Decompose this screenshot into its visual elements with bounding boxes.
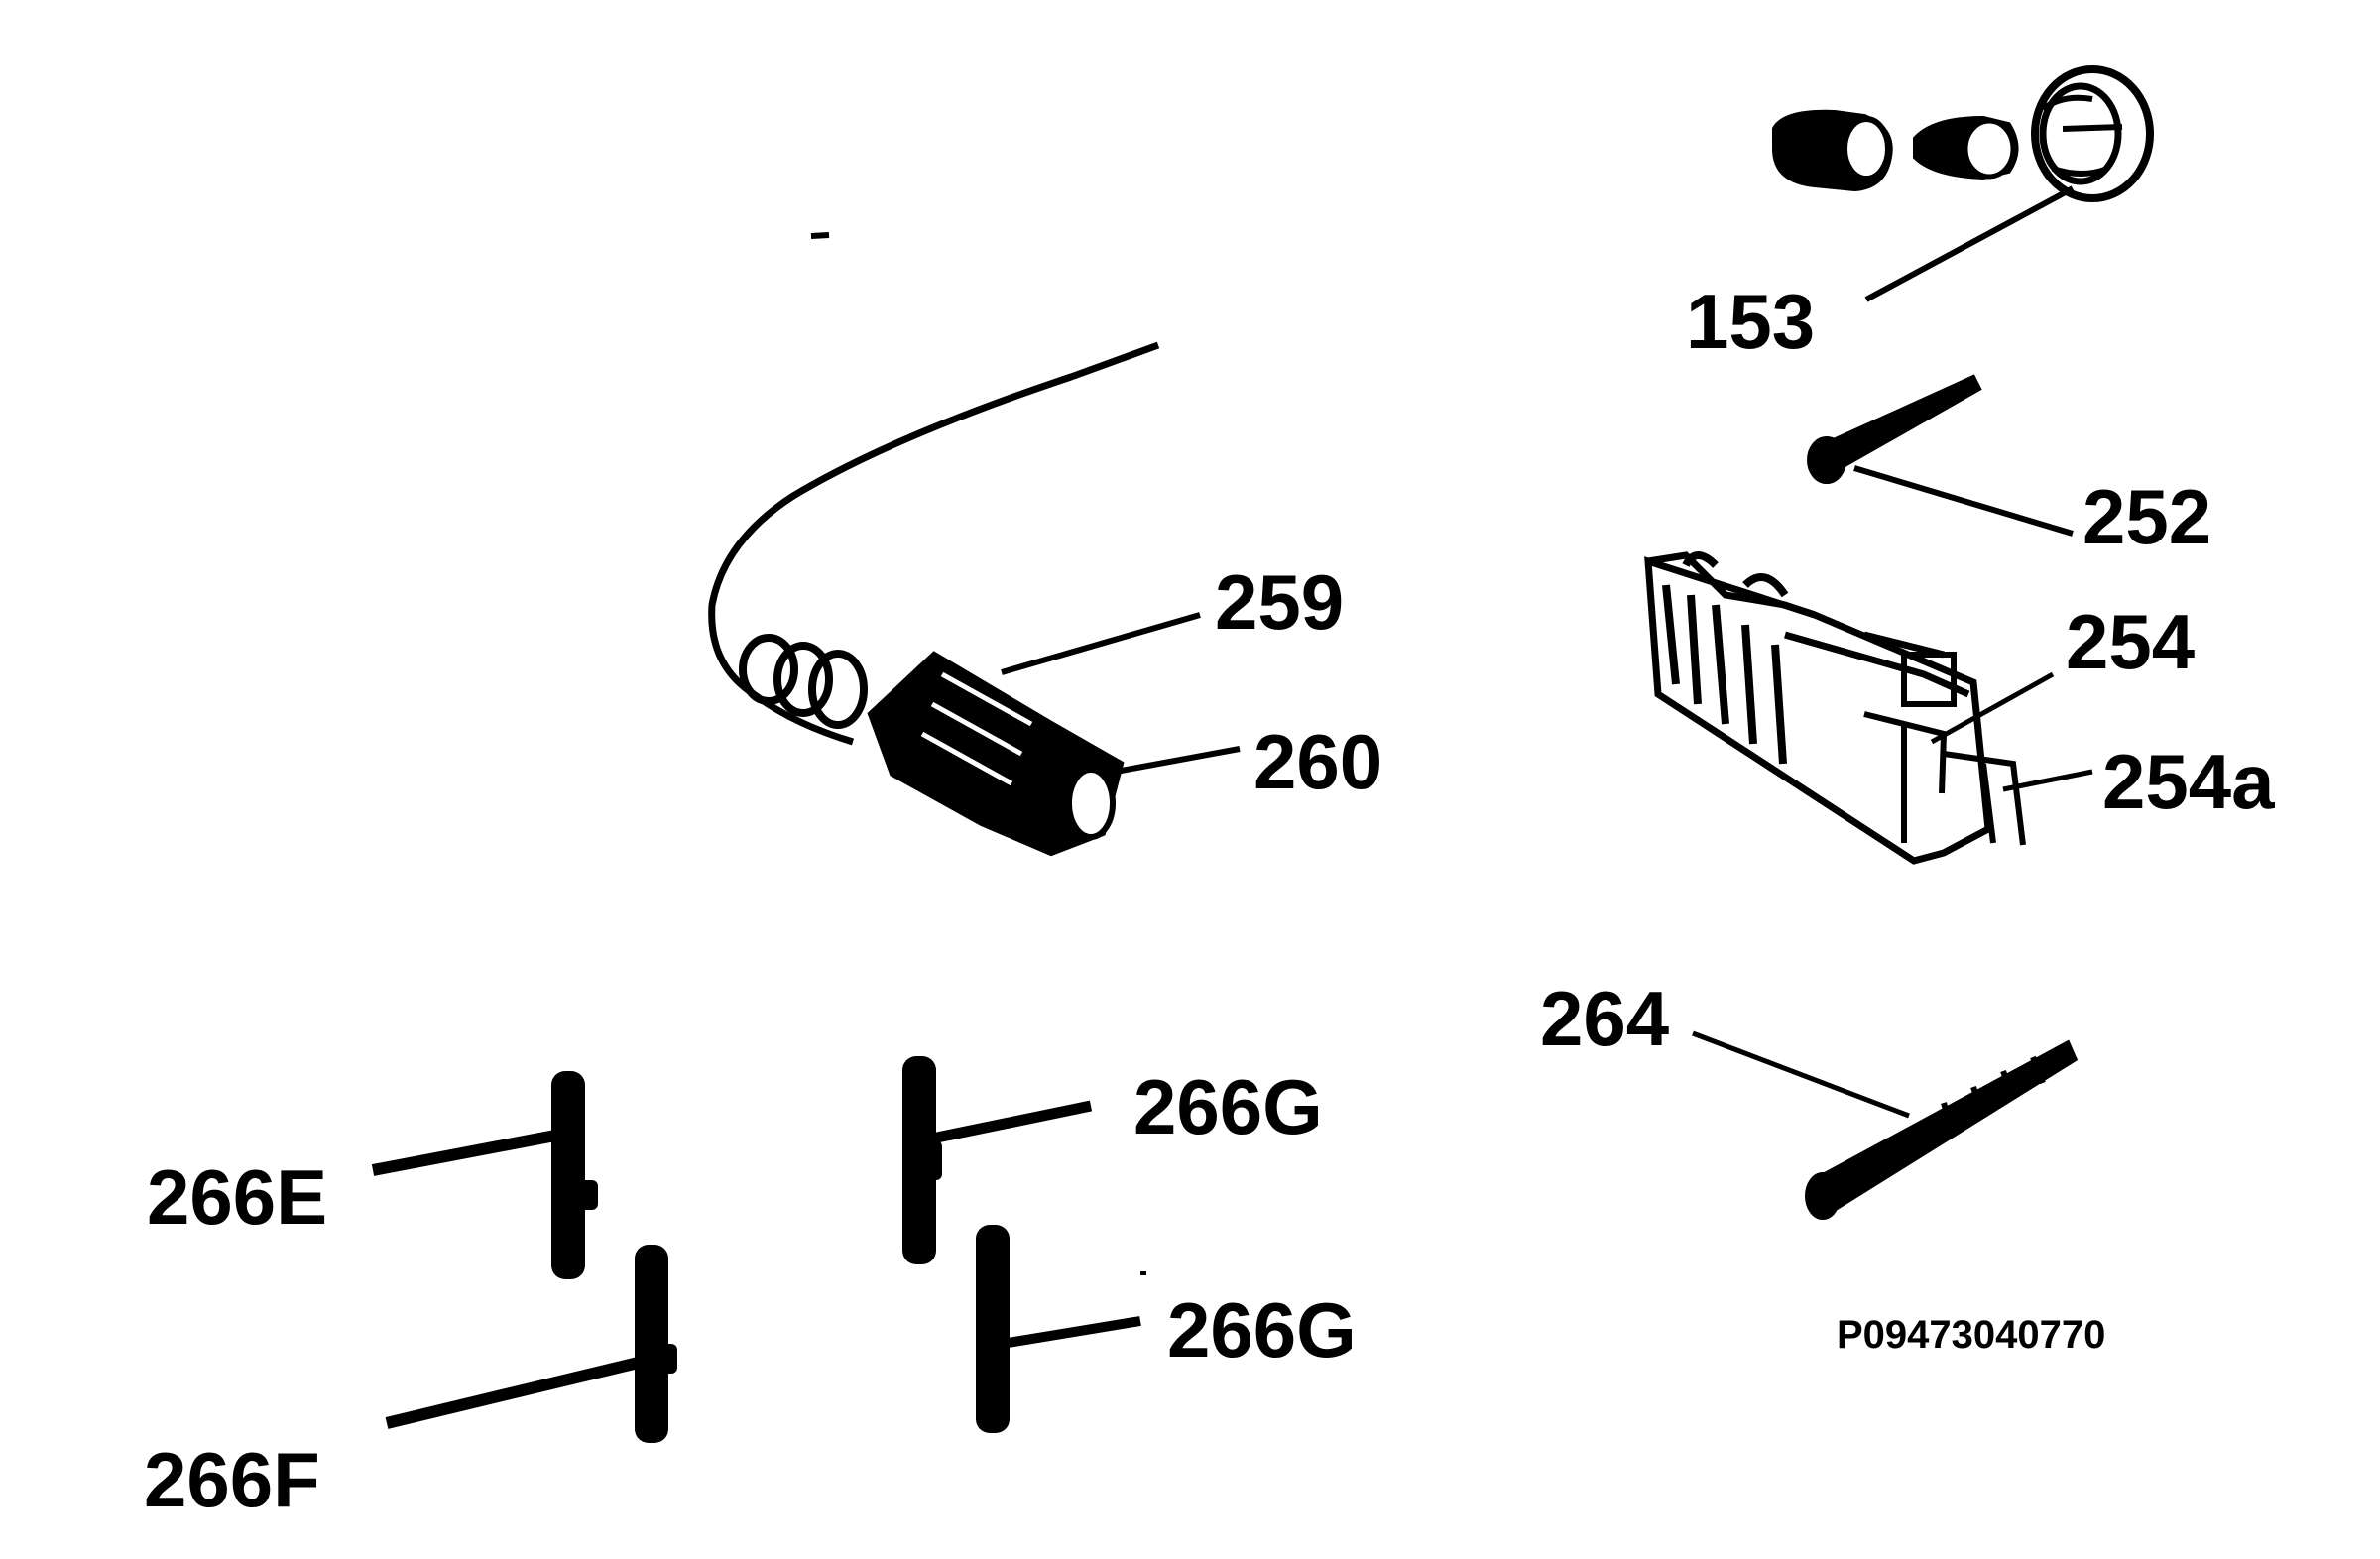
part-254-switch-block <box>1644 551 2026 865</box>
callout-266g-lower: 266G <box>1167 1286 1357 1374</box>
leader-266g-upper <box>930 1100 1093 1144</box>
leader-252 <box>1853 465 2074 537</box>
leader-266f <box>385 1353 656 1429</box>
leader-254a <box>2002 769 2093 792</box>
reference-code: P09473040770 <box>1837 1313 2106 1357</box>
callout-252: 252 <box>2082 473 2212 560</box>
part-252-pin <box>1807 371 1982 484</box>
part-266g-upper-pin <box>902 1056 942 1264</box>
part-264-pin <box>1805 1039 2079 1220</box>
callout-254a: 254a <box>2102 738 2275 825</box>
leader-266g-lower <box>1001 1316 1141 1349</box>
callout-264: 264 <box>1540 975 1670 1062</box>
callout-254: 254 <box>2066 598 2196 685</box>
callout-266f: 266F <box>144 1436 320 1523</box>
part-259-260-sensor-cable <box>708 341 1160 857</box>
callout-259: 259 <box>1215 558 1345 646</box>
callout-266e: 266E <box>147 1153 328 1241</box>
leader-254 <box>1930 671 2055 745</box>
part-153-knob-assembly <box>1772 65 2154 202</box>
stray-dot <box>1140 1271 1146 1275</box>
part-266f-pin <box>635 1245 677 1443</box>
leader-266e <box>371 1130 557 1176</box>
callout-266g-upper: 266G <box>1133 1063 1323 1150</box>
callout-260: 260 <box>1253 718 1383 805</box>
leader-153 <box>1864 185 2075 302</box>
part-266e-pin <box>551 1071 598 1279</box>
leader-259 <box>1001 612 1201 675</box>
part-266g-lower-pin <box>976 1225 1010 1433</box>
leader-260 <box>1115 746 1241 775</box>
leader-264 <box>1692 1030 1910 1119</box>
callout-153: 153 <box>1686 278 1816 365</box>
stray-mark <box>810 232 830 239</box>
